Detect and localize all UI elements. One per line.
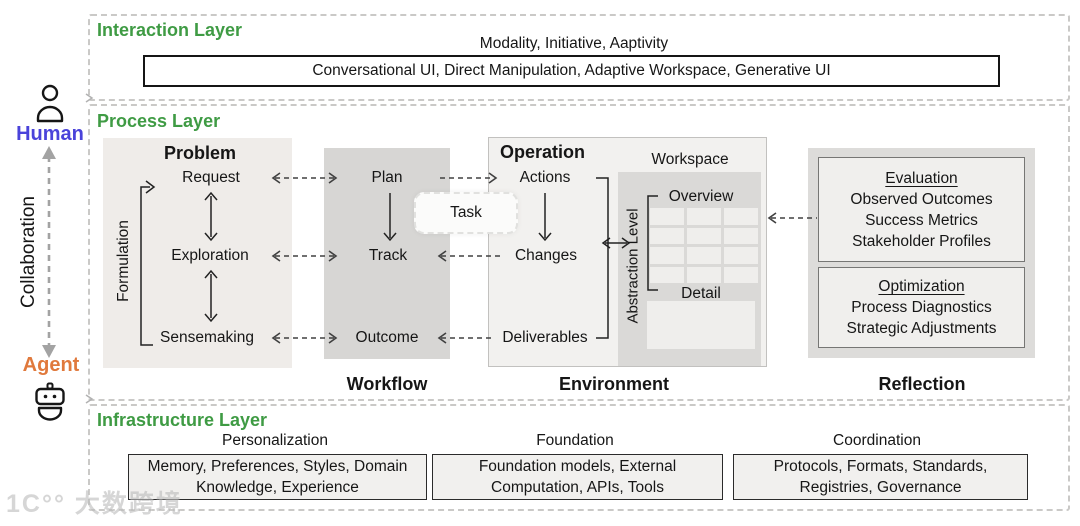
grid-cell xyxy=(687,208,721,225)
grid-cell xyxy=(687,227,721,244)
robot-icon xyxy=(35,382,65,421)
human-label: Human xyxy=(16,123,84,145)
infrastructure-layer-title: Infrastructure Layer xyxy=(97,410,268,430)
coordination-heading: Coordination xyxy=(833,432,921,449)
interaction-subtitle: Modality, Initiative, Aaptivity xyxy=(479,35,669,52)
evaluation-box: Evaluation Observed Outcomes Success Met… xyxy=(818,157,1025,262)
grid-cell xyxy=(724,208,758,225)
workflow-panel xyxy=(324,148,450,359)
overview-label: Overview xyxy=(668,188,734,205)
process-layer-frame xyxy=(88,104,1070,401)
interaction-layer-title: Interaction Layer xyxy=(97,20,243,40)
problem-item-request: Request xyxy=(182,169,240,186)
person-icon xyxy=(36,84,64,123)
operation-item-changes: Changes xyxy=(514,247,578,264)
evaluation-title: Evaluation xyxy=(885,169,958,187)
workflow-item-track: Track xyxy=(368,247,408,264)
optimization-item: Process Diagnostics xyxy=(851,299,992,316)
operation-item-deliverables: Deliverables xyxy=(502,329,588,346)
operation-item-actions: Actions xyxy=(519,169,571,186)
watermark-text: 大数跨境 xyxy=(74,490,183,518)
problem-item-sensemaking: Sensemaking xyxy=(160,329,254,346)
watermark: 1C°° 大数跨境 xyxy=(6,484,183,520)
foundation-box: Foundation models, External Computation,… xyxy=(432,454,723,500)
collaboration-label: Collaboration xyxy=(18,196,39,308)
interaction-layer-frame xyxy=(88,14,1070,101)
grid-cell xyxy=(650,247,684,264)
grid-cell xyxy=(650,208,684,225)
detail-label: Detail xyxy=(681,285,721,302)
watermark-logo: 1C°° xyxy=(6,490,66,518)
operation-title: Operation xyxy=(500,142,586,162)
process-layer-title: Process Layer xyxy=(97,111,221,131)
foundation-heading: Foundation xyxy=(536,432,614,449)
infrastructure-layer-frame xyxy=(88,404,1070,511)
grid-cell xyxy=(687,247,721,264)
formulation-label: Formulation xyxy=(115,220,132,302)
workflow-caption: Workflow xyxy=(346,374,428,394)
grid-cell xyxy=(650,266,684,283)
workflow-item-outcome: Outcome xyxy=(355,329,419,346)
problem-item-exploration: Exploration xyxy=(171,247,249,264)
environment-caption: Environment xyxy=(558,374,670,394)
workspace-title: Workspace xyxy=(651,151,729,168)
grid-cell xyxy=(724,247,758,264)
interaction-ui-box: Conversational UI, Direct Manipulation, … xyxy=(143,55,1000,87)
coordination-box: Protocols, Formats, Standards, Registrie… xyxy=(733,454,1028,500)
workflow-item-plan: Plan xyxy=(371,169,403,186)
grid-cell xyxy=(650,227,684,244)
agent-label: Agent xyxy=(22,354,80,376)
problem-panel xyxy=(103,138,292,368)
optimization-item: Strategic Adjustments xyxy=(846,320,997,337)
personalization-box: Memory, Preferences, Styles, Domain Know… xyxy=(128,454,427,500)
evaluation-item: Stakeholder Profiles xyxy=(852,232,991,250)
workspace-detail-box xyxy=(647,301,755,349)
grid-cell xyxy=(724,266,758,283)
optimization-title: Optimization xyxy=(878,278,965,295)
workspace-overview-grid xyxy=(650,208,758,283)
problem-title: Problem xyxy=(163,143,237,163)
task-badge: Task xyxy=(414,192,518,234)
optimization-box: Optimization Process Diagnostics Strateg… xyxy=(818,267,1025,348)
evaluation-item: Success Metrics xyxy=(865,211,978,229)
personalization-heading: Personalization xyxy=(222,432,328,449)
reflection-caption: Reflection xyxy=(878,374,966,394)
evaluation-item: Observed Outcomes xyxy=(850,190,993,208)
grid-cell xyxy=(687,266,721,283)
collaboration-arrow xyxy=(42,146,56,358)
grid-cell xyxy=(724,227,758,244)
abstraction-level-label: Abstraction Level xyxy=(624,208,642,324)
